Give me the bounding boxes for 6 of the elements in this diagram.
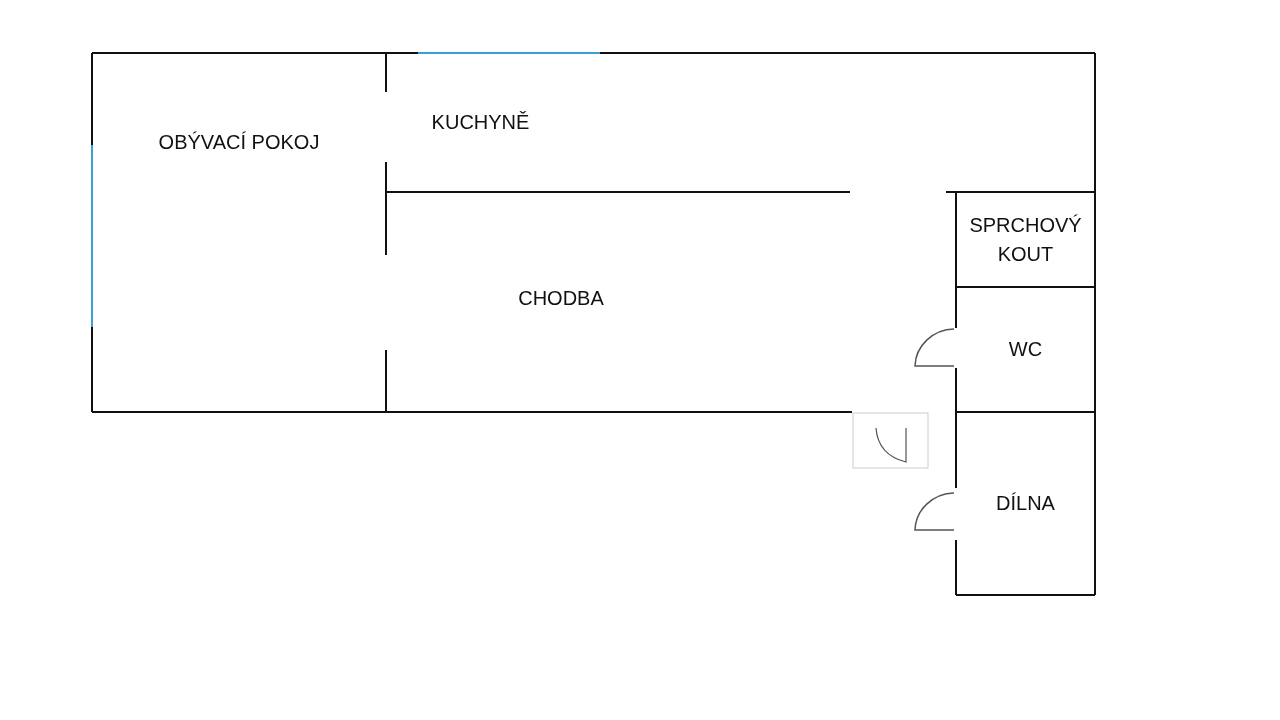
room-label: WC — [1008, 337, 1043, 362]
room-label: KUCHYNĚ — [431, 110, 530, 135]
room-label: DÍLNA — [996, 491, 1055, 516]
room-label: CHODBA — [518, 285, 604, 311]
room-label: SPRCHOVÝ KOUT — [968, 212, 1083, 267]
room-label: OBÝVACÍ POKOJ — [158, 130, 320, 155]
